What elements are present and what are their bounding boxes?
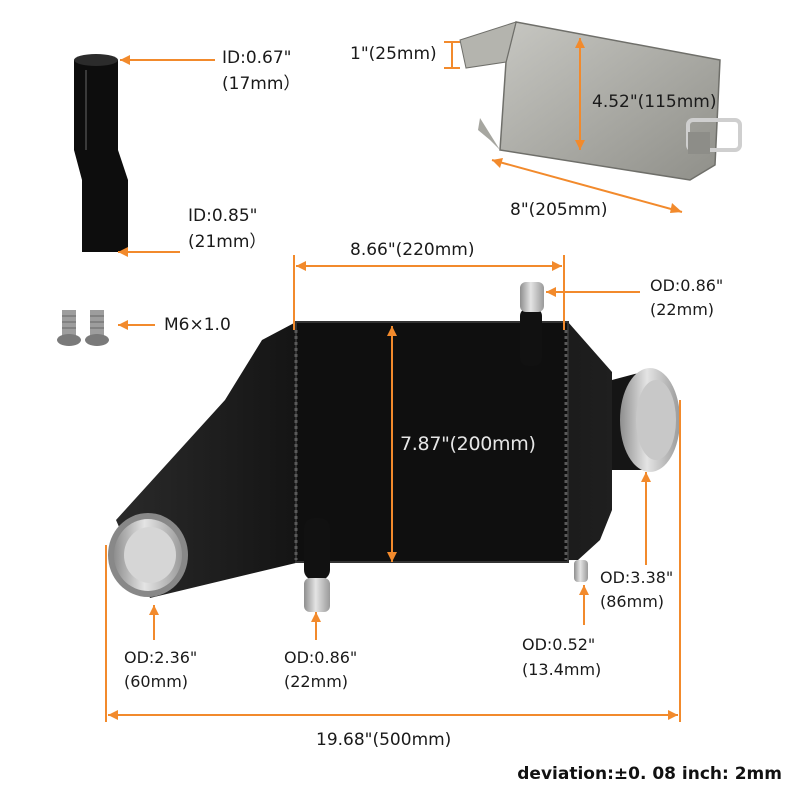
hose-id-top-mm-label: (17mm）: [222, 74, 301, 94]
outlet-mm-label: (86mm): [600, 592, 665, 611]
bottom-port-od-label: OD:0.86": [284, 648, 358, 667]
drain-od-label: OD:0.52": [522, 635, 596, 654]
hose-id-top-label: ID:0.67": [222, 48, 292, 68]
bottom-port: [304, 518, 330, 612]
outlet-pipe: [612, 368, 680, 472]
bolt-thread-label: M6×1.0: [164, 315, 231, 335]
overall-length-label: 19.68"(500mm): [316, 730, 452, 750]
bracket-length-label: 8"(205mm): [510, 200, 608, 220]
deviation-note: deviation:±0. 08 inch: 2mm: [517, 764, 782, 784]
drain-port: [574, 560, 588, 582]
hose-id-bottom-label: ID:0.85": [188, 206, 258, 226]
silicone-hose: [74, 54, 128, 252]
top-port: [520, 282, 544, 366]
core-width-label: 8.66"(220mm): [350, 240, 475, 260]
bottom-port-mm-label: (22mm): [284, 672, 349, 691]
inlet-od-label: OD:2.36": [124, 648, 198, 667]
inlet-mm-label: (60mm): [124, 672, 189, 691]
core-height-label: 7.87"(200mm): [400, 433, 536, 455]
drain-mm-label: (13.4mm): [522, 660, 602, 679]
intercooler-body: [116, 321, 612, 598]
outlet-top-od-label: OD:0.86": [650, 276, 724, 295]
outlet-od-label: OD:3.38": [600, 568, 674, 587]
bracket-width-label: 4.52"(115mm): [592, 92, 717, 112]
inlet-pipe: [108, 513, 188, 597]
bolts: [57, 310, 109, 346]
hose-id-bottom-mm-label: (21mm）: [188, 232, 267, 252]
mounting-bracket: [459, 21, 742, 181]
bracket-height-label: 1"(25mm): [350, 44, 437, 64]
outlet-top-mm-label: (22mm): [650, 300, 715, 319]
dimension-lines: [105, 38, 683, 722]
